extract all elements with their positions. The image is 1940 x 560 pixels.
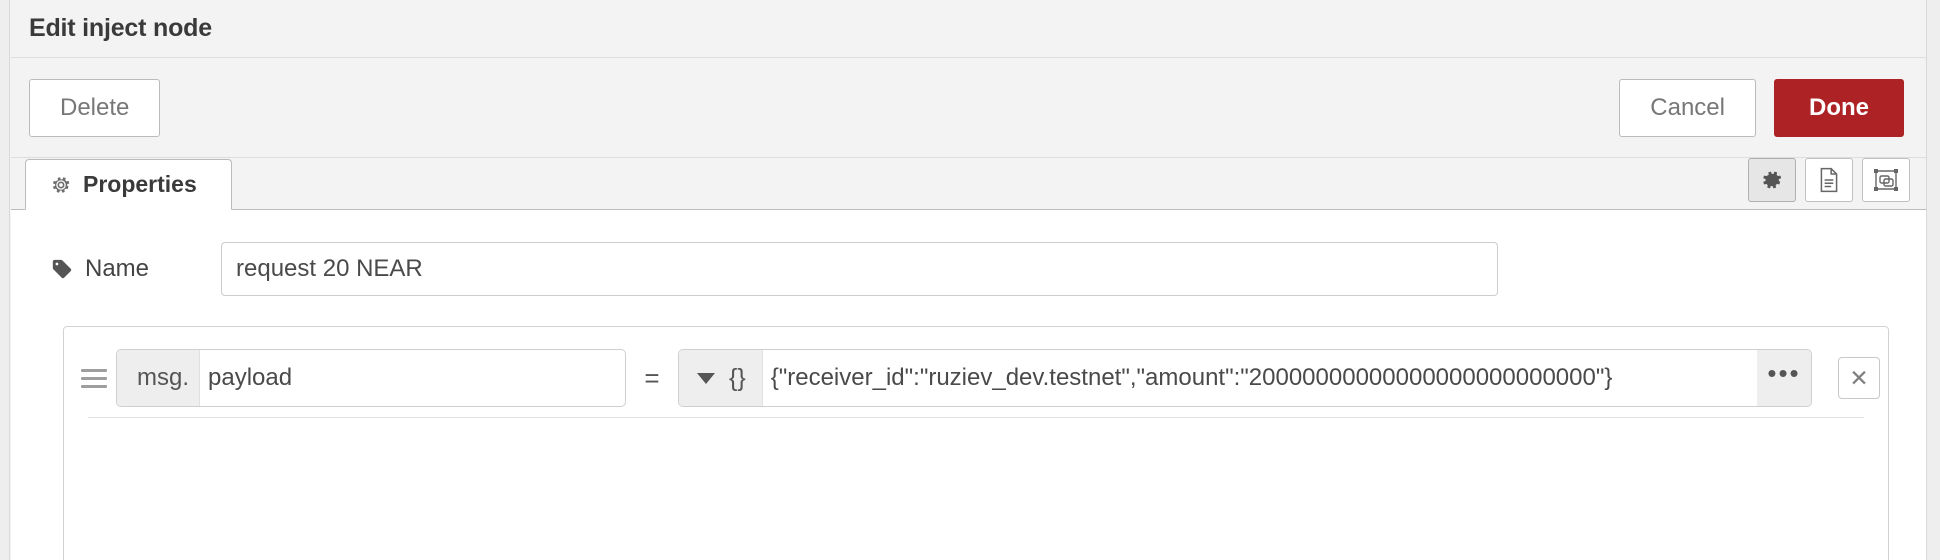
document-icon (1817, 167, 1841, 193)
name-input[interactable] (221, 242, 1498, 296)
gear-icon (1760, 168, 1784, 192)
delete-property-button[interactable]: ✕ (1838, 357, 1880, 399)
tool-button-appearance[interactable] (1862, 158, 1910, 202)
tab-tool-buttons (1748, 158, 1910, 202)
name-label-text: Name (85, 255, 150, 282)
tab-properties-label: Properties (83, 171, 197, 197)
done-button[interactable]: Done (1774, 78, 1904, 137)
property-separator (88, 417, 1864, 418)
dialog-toolbar: Delete Cancel Done (11, 58, 1926, 158)
property-key-input[interactable]: payload (208, 364, 293, 391)
equals-sign: = (644, 362, 660, 393)
drag-handle-icon[interactable] (64, 368, 116, 388)
appearance-node-icon (1873, 168, 1899, 192)
tag-icon (51, 258, 73, 280)
property-value-input[interactable]: {"receiver_id":"ruziev_dev.testnet","amo… (770, 364, 1613, 391)
delete-button[interactable]: Delete (29, 78, 161, 137)
dialog-body: Name msg. payload = (11, 210, 1926, 560)
tab-properties[interactable]: Properties (25, 159, 232, 210)
properties-panel: msg. payload = {} {"receiver_id":"ruziev… (63, 326, 1889, 560)
gear-icon (50, 174, 72, 196)
property-value-field[interactable]: {} {"receiver_id":"ruziev_dev.testnet","… (678, 349, 1812, 407)
tab-strip: Properties (11, 158, 1926, 210)
window-right-gutter (1926, 0, 1940, 560)
page-title: Edit inject node (29, 14, 212, 42)
name-field-label: Name (51, 255, 221, 283)
property-type-selector[interactable]: {} (679, 350, 763, 406)
chevron-down-icon (697, 372, 715, 384)
tool-button-properties[interactable] (1748, 158, 1796, 202)
dialog-header: Edit inject node (11, 0, 1926, 58)
expand-editor-button[interactable]: ••• (1757, 350, 1811, 406)
tool-button-description[interactable] (1805, 158, 1853, 202)
cancel-button[interactable]: Cancel (1619, 78, 1756, 137)
property-key-prefix: msg. (117, 350, 201, 406)
property-row: msg. payload = {} {"receiver_id":"ruziev… (64, 339, 1888, 417)
json-type-glyph: {} (729, 363, 746, 392)
name-field-row: Name (11, 210, 1926, 296)
window-left-gutter (0, 0, 10, 560)
dialog-panel: Edit inject node Delete Cancel Done Prop… (11, 0, 1926, 560)
property-key-field[interactable]: msg. payload (116, 349, 626, 407)
